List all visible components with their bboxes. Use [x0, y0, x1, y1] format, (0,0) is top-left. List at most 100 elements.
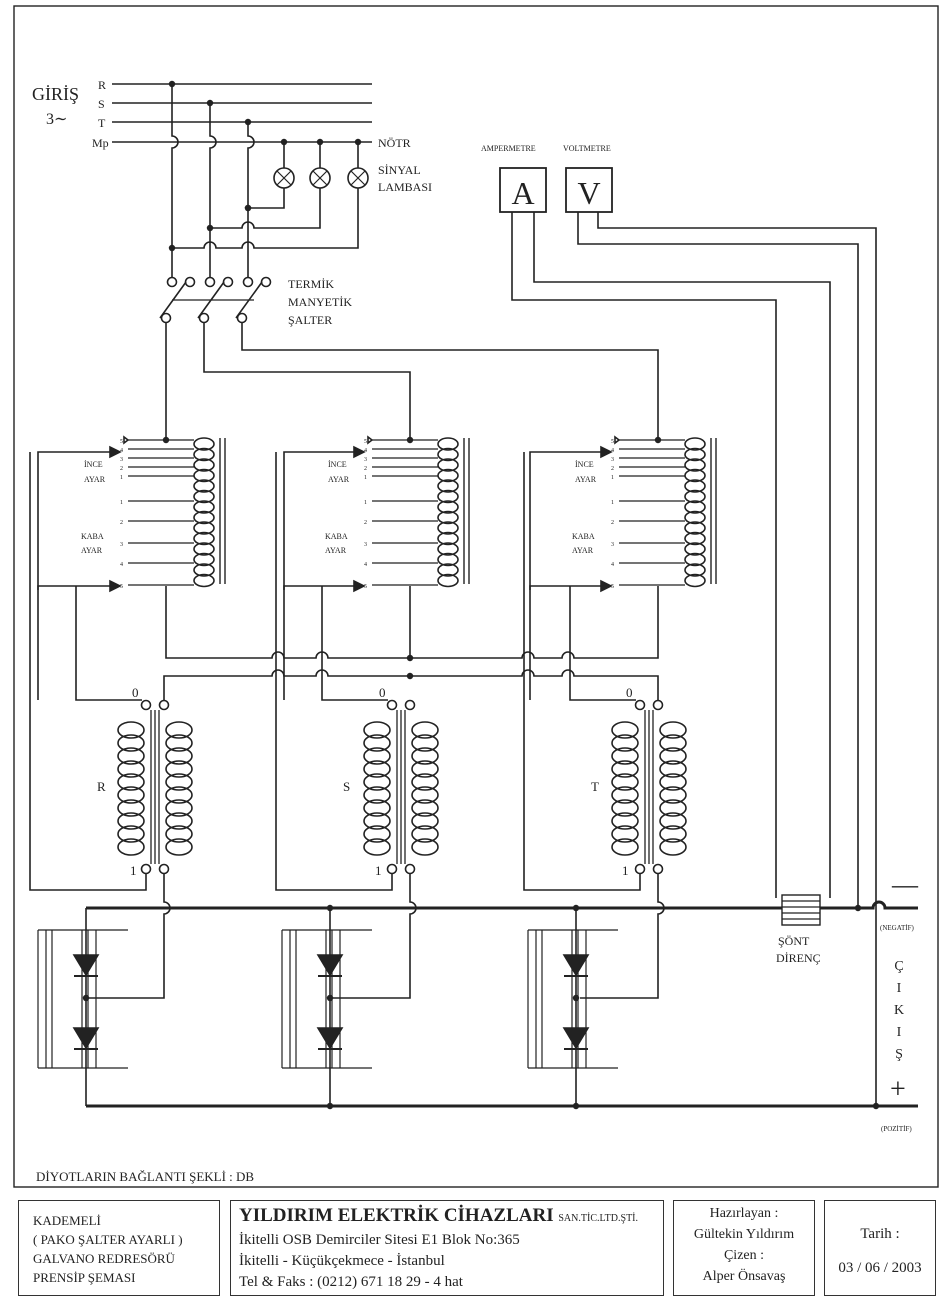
wire [247, 122, 255, 208]
title-description-box: KADEMELİ ( PAKO ŞALTER AYARLI ) GALVANO … [18, 1200, 220, 1296]
secondary-turn [659, 825, 687, 843]
winding-turn [684, 500, 706, 514]
terminal [634, 863, 646, 875]
winding-turn [684, 447, 706, 462]
junction-dot [280, 138, 288, 146]
diode [316, 954, 344, 977]
wire [275, 452, 393, 891]
winding-turn [684, 542, 706, 556]
primary-turn [117, 747, 145, 765]
tap-labels-r: İNCE AYAR KABA AYAR [81, 460, 106, 555]
input-bus-wire [112, 83, 372, 143]
wire [29, 452, 147, 891]
coarse-label-1: KABA [81, 532, 104, 541]
winding-turn [193, 437, 215, 451]
output-positive-label: (POZİTİF) [881, 1125, 912, 1133]
transformer-t-label: T [591, 779, 599, 794]
junction-dot [854, 904, 862, 912]
tap-labels-s: İNCE AYAR KABA AYAR [325, 460, 350, 555]
core [644, 710, 654, 864]
fine-label-1: İNCE [84, 460, 103, 469]
winding-turn [193, 479, 215, 493]
junction-dot [872, 1102, 880, 1110]
winding-turn [684, 531, 706, 546]
tap-number: 2 [364, 466, 367, 472]
transformer-s-label: S [343, 779, 350, 794]
secondary-turn [411, 773, 439, 791]
winding-turn [684, 489, 706, 504]
ammeter-symbol: A [511, 175, 534, 211]
core [396, 710, 406, 864]
winding-turn [684, 479, 706, 493]
primary-turn [611, 812, 639, 830]
line-label-mp: Mp [92, 136, 109, 150]
winding-turn [193, 531, 215, 546]
wire [37, 451, 114, 590]
diode [72, 1027, 100, 1050]
tap-number: 4 [120, 562, 123, 568]
tap-number: 5 [120, 439, 123, 445]
coarse-label-1: KABA [572, 532, 595, 541]
secondary-turn [411, 760, 439, 778]
junction-dot [406, 672, 414, 680]
shunt-resistor [781, 894, 821, 926]
secondary-turn [165, 838, 193, 856]
breaker-label-1: TERMİK [288, 277, 334, 291]
secondary-turn [659, 773, 687, 791]
terminal [404, 863, 416, 875]
authors-box: Hazırlayan : Gültekin Yıldırım Çizen : A… [673, 1200, 815, 1296]
diode-note: DİYOTLARIN BAĞLANTI ŞEKLİ : DB [36, 1169, 254, 1184]
winding-turn [684, 573, 706, 588]
tap-number: 2 [120, 520, 123, 526]
junction-dot [572, 904, 580, 912]
input-phase: 3∼ [46, 111, 67, 128]
primary-turn [611, 799, 639, 817]
terminal [204, 276, 216, 288]
terminal [184, 276, 196, 288]
voltmeter-wire-2 [597, 212, 877, 1106]
arrow [109, 445, 122, 459]
negative-bus [86, 900, 918, 910]
tap-number: 1 [120, 500, 123, 506]
transformer-r-end: 1 [130, 863, 137, 878]
tap-number: 3 [120, 542, 123, 548]
primary-turn [363, 812, 391, 830]
ammeter-box [499, 167, 547, 213]
ammeter-label: AMPERMETRE [481, 144, 536, 153]
wire [209, 103, 217, 228]
wire [614, 435, 621, 445]
primary-turn [117, 734, 145, 752]
signal-lamp-cross [276, 170, 292, 186]
primary-turn [363, 799, 391, 817]
wire [210, 188, 321, 229]
core [710, 438, 717, 584]
secondary-turn [165, 825, 193, 843]
tap-number: 1 [364, 500, 367, 506]
ammeter-wire-1 [511, 212, 777, 898]
wire [529, 451, 605, 590]
secondary-turn [165, 786, 193, 804]
signal-lamp-label-2: LAMBASI [378, 180, 432, 194]
tap-labels-t: İNCE AYAR KABA AYAR [572, 460, 597, 555]
wire [523, 452, 641, 891]
wire [75, 586, 142, 701]
junction-dot [326, 904, 334, 912]
wire [171, 208, 249, 278]
winding-turn [684, 458, 706, 472]
primary-turn [117, 825, 145, 843]
junction-dot [572, 994, 580, 1002]
junction-dot [168, 80, 176, 88]
primary-turn [117, 838, 145, 856]
winding-turn [437, 500, 459, 514]
arrow [109, 579, 122, 593]
input-label: GİRİŞ [32, 84, 79, 104]
diode [316, 1027, 344, 1050]
coarse-label-2: AYAR [81, 546, 103, 555]
junction-dot [206, 99, 214, 107]
transformer-t-start: 0 [626, 685, 633, 700]
coarse-label-1: KABA [325, 532, 348, 541]
diode [562, 1027, 590, 1050]
primary-turn [363, 825, 391, 843]
junction-dot [326, 994, 334, 1002]
output-negative-label: (NEGATİF) [880, 924, 914, 932]
